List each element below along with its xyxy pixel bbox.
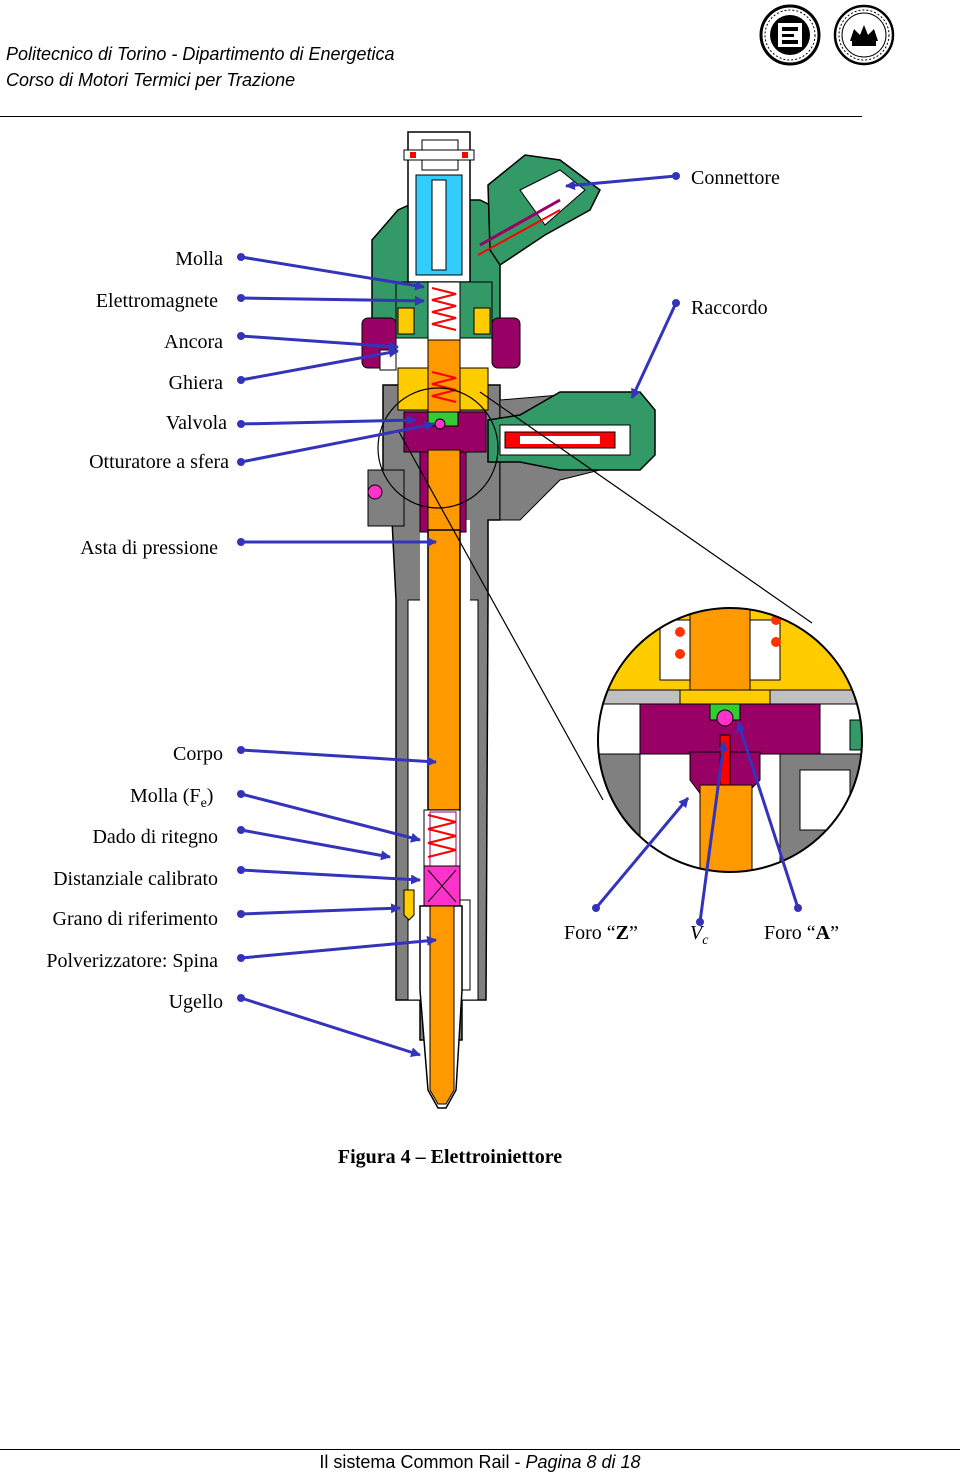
label-ghiera: Ghiera: [168, 372, 223, 394]
detail-magnifier: [597, 607, 863, 873]
label-polverizzatore: Polverizzatore: Spina: [46, 950, 218, 972]
zoom-source-circle: [377, 387, 499, 509]
label-foro-z: Foro “Z”: [564, 922, 638, 945]
header-institution: Politecnico di Torino - Dipartimento di …: [6, 44, 395, 64]
header-course: Corso di Motori Termici per Trazione: [6, 70, 296, 90]
label-foro-z-prefix: Foro “: [564, 922, 616, 944]
header-divider: [0, 116, 862, 117]
zoom-line-upper: [479, 391, 813, 624]
label-molla-fe-sub: e: [200, 796, 207, 811]
pressure-rod: [427, 529, 461, 811]
department-seal-logo: [759, 4, 821, 66]
leader-arrows: [237, 172, 802, 1058]
footer: Il sistema Common Rail - Pagina 8 di 18: [0, 1452, 960, 1473]
label-otturatore: Otturatore a sfera: [89, 451, 229, 473]
label-vc-sub: c: [702, 933, 709, 948]
label-elettromagnete: Elettromagnete: [95, 290, 218, 312]
electromagnet: [395, 281, 493, 345]
label-connettore: Connettore: [691, 167, 780, 189]
label-grano: Grano di riferimento: [52, 908, 219, 930]
footer-divider: [0, 1449, 960, 1450]
label-valvola: Valvola: [165, 412, 227, 434]
label-foro-z-suffix: ”: [629, 922, 638, 944]
label-molla: Molla: [175, 248, 223, 270]
label-ancora: Ancora: [164, 331, 223, 353]
label-distanziale: Distanziale calibrato: [53, 868, 218, 890]
label-foro-a-prefix: Foro “: [764, 922, 816, 944]
label-molla-fe-close: ): [206, 785, 214, 807]
nozzle: [419, 905, 463, 1109]
label-foro-a: Foro “A”: [764, 922, 839, 945]
footer-page: Pagina 8 di 18: [525, 1452, 641, 1472]
top-cap: [403, 131, 475, 283]
figure-caption: Figura 4 – Elettroiniettore: [337, 1146, 563, 1168]
label-corpo: Corpo: [173, 743, 223, 765]
label-raccordo: Raccordo: [691, 297, 768, 319]
footer-text: Il sistema Common Rail -: [319, 1452, 526, 1472]
label-molla-fe-text: Molla (F: [130, 785, 201, 807]
label-vc-main: V: [690, 922, 703, 944]
lower-spring: [403, 809, 461, 921]
inlet-fitting: [487, 391, 656, 471]
label-foro-a-suffix: ”: [830, 922, 840, 944]
label-dado: Dado di ritegno: [92, 826, 218, 848]
label-asta: Asta di pressione: [80, 537, 218, 559]
label-foro-z-letter: Z: [615, 922, 630, 944]
label-vc: Vc: [690, 922, 708, 949]
zoom-line-lower: [397, 429, 604, 801]
politecnico-seal-logo: [833, 4, 895, 66]
label-foro-a-letter: A: [815, 922, 831, 944]
valve: [367, 411, 487, 533]
label-molla-fe: Molla (Fe): [130, 785, 213, 812]
label-ugello: Ugello: [168, 991, 223, 1013]
